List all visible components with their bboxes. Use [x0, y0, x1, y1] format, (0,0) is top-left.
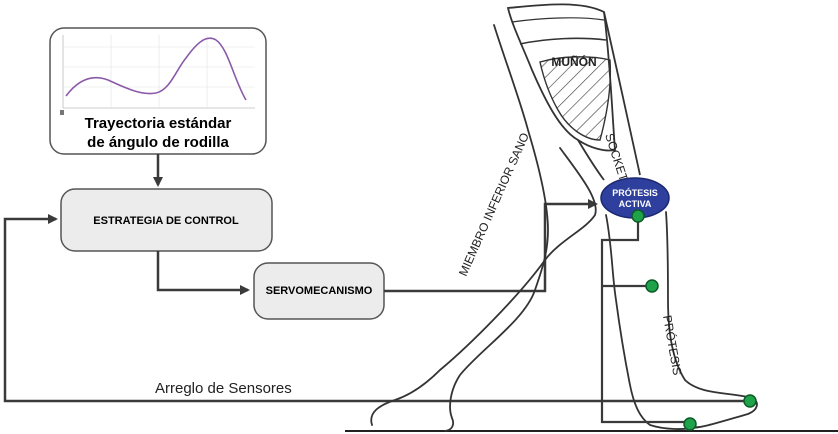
socket-label: SOCKET	[602, 132, 631, 184]
active-prosthesis-line1: PRÓTESIS	[612, 187, 658, 198]
servo-label: SERVOMECANISMO	[266, 285, 373, 297]
prosthesis-shank	[605, 211, 758, 430]
sensor-wiring	[600, 216, 690, 424]
sensor-node-shank	[645, 279, 659, 293]
stump-label: MUÑÓN	[551, 54, 596, 69]
knee-angle-plot	[60, 35, 255, 115]
trajectory-title-line2: de ángulo de rodilla	[87, 134, 229, 151]
stump-hatched-area	[539, 56, 612, 141]
residual-limb-socket	[506, 3, 641, 181]
active-prosthesis-line2: ACTIVA	[619, 199, 652, 209]
trajectory-box: Trayectoria estándar de ángulo de rodill…	[49, 27, 267, 155]
healthy-limb-label: MIEMBRO INFERIOR SANO	[456, 131, 532, 279]
control-strategy-box: ESTRATEGIA DE CONTROL	[60, 188, 273, 252]
servo-box: SERVOMECANISMO	[253, 262, 385, 320]
sensor-feedback-loop	[3, 214, 750, 403]
prosthesis-label: PRÓTESIS	[660, 314, 685, 376]
healthy-leg	[370, 24, 597, 432]
sensor-node-knee	[631, 209, 645, 223]
trajectory-title-line1: Trayectoria estándar	[85, 115, 232, 132]
sensor-node-toe	[743, 394, 757, 408]
sensor-node-heel	[683, 417, 697, 431]
control-strategy-label: ESTRATEGIA DE CONTROL	[93, 215, 239, 227]
arrow-servo-to-prosthesis	[384, 199, 598, 293]
sensors-label: Arreglo de Sensores	[155, 380, 292, 397]
arrow-control-to-servo	[156, 251, 250, 295]
